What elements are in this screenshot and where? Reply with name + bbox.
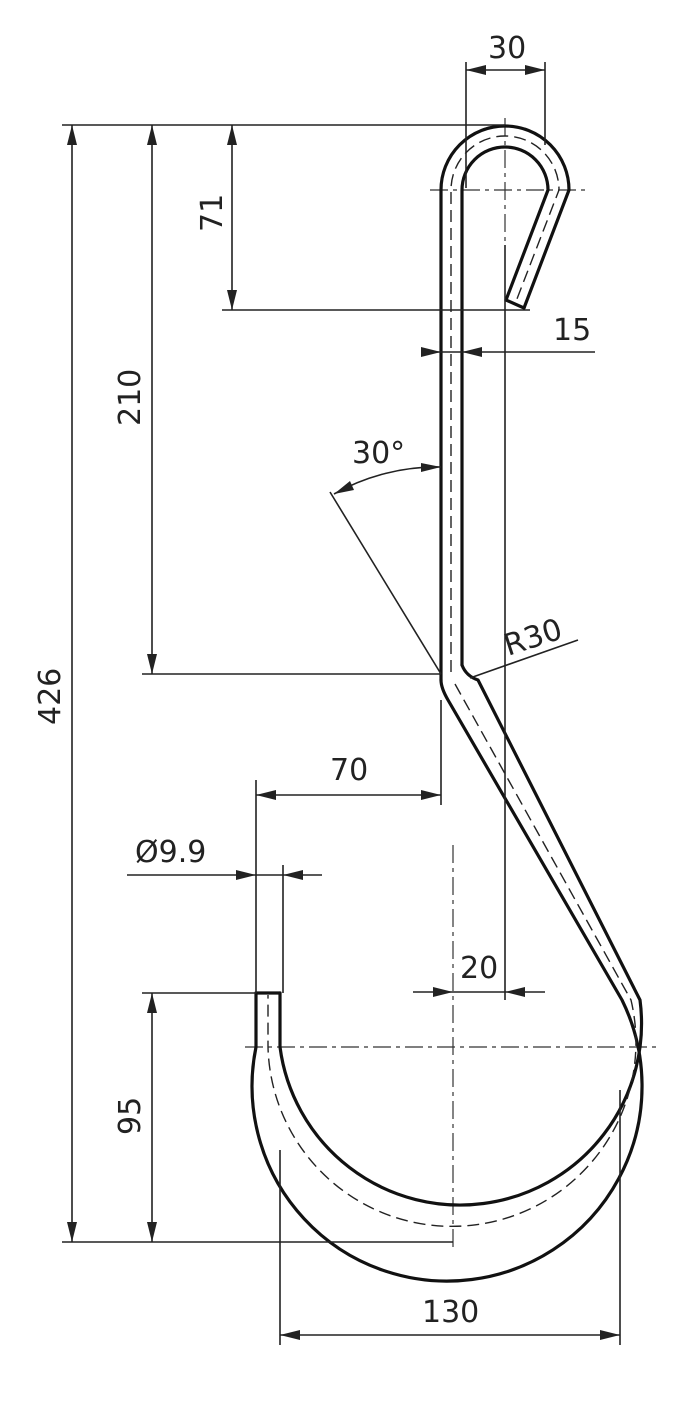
dim-shank-length: 210 <box>113 369 148 426</box>
dim-overall-height: 426 <box>33 668 68 725</box>
hook-inner-contour <box>460 145 550 667</box>
dim-shank-offset: 15 <box>553 313 591 348</box>
center-lines <box>245 118 660 1250</box>
dim-bend-radius: R30 <box>500 612 567 664</box>
dimension-lines <box>67 65 620 1340</box>
dim-bend-angle: 30° <box>352 436 405 471</box>
dim-lower-offset: 70 <box>330 753 368 788</box>
dim-top-width: 30 <box>488 31 526 66</box>
dimension-labels: 30 71 15 210 426 30° R30 70 Ø9.9 20 95 1… <box>33 31 591 1330</box>
dim-hook-width: 130 <box>422 1295 479 1330</box>
dim-upper-hook-drop: 71 <box>195 194 230 232</box>
dim-center-offset: 20 <box>460 951 498 986</box>
dim-wire-diameter: Ø9.9 <box>135 835 206 870</box>
wire-centerline <box>267 135 637 1228</box>
extension-lines <box>62 62 621 1345</box>
dim-hook-depth: 95 <box>113 1097 148 1135</box>
hook-body <box>250 124 644 1283</box>
hook-outer-contour <box>439 124 571 682</box>
